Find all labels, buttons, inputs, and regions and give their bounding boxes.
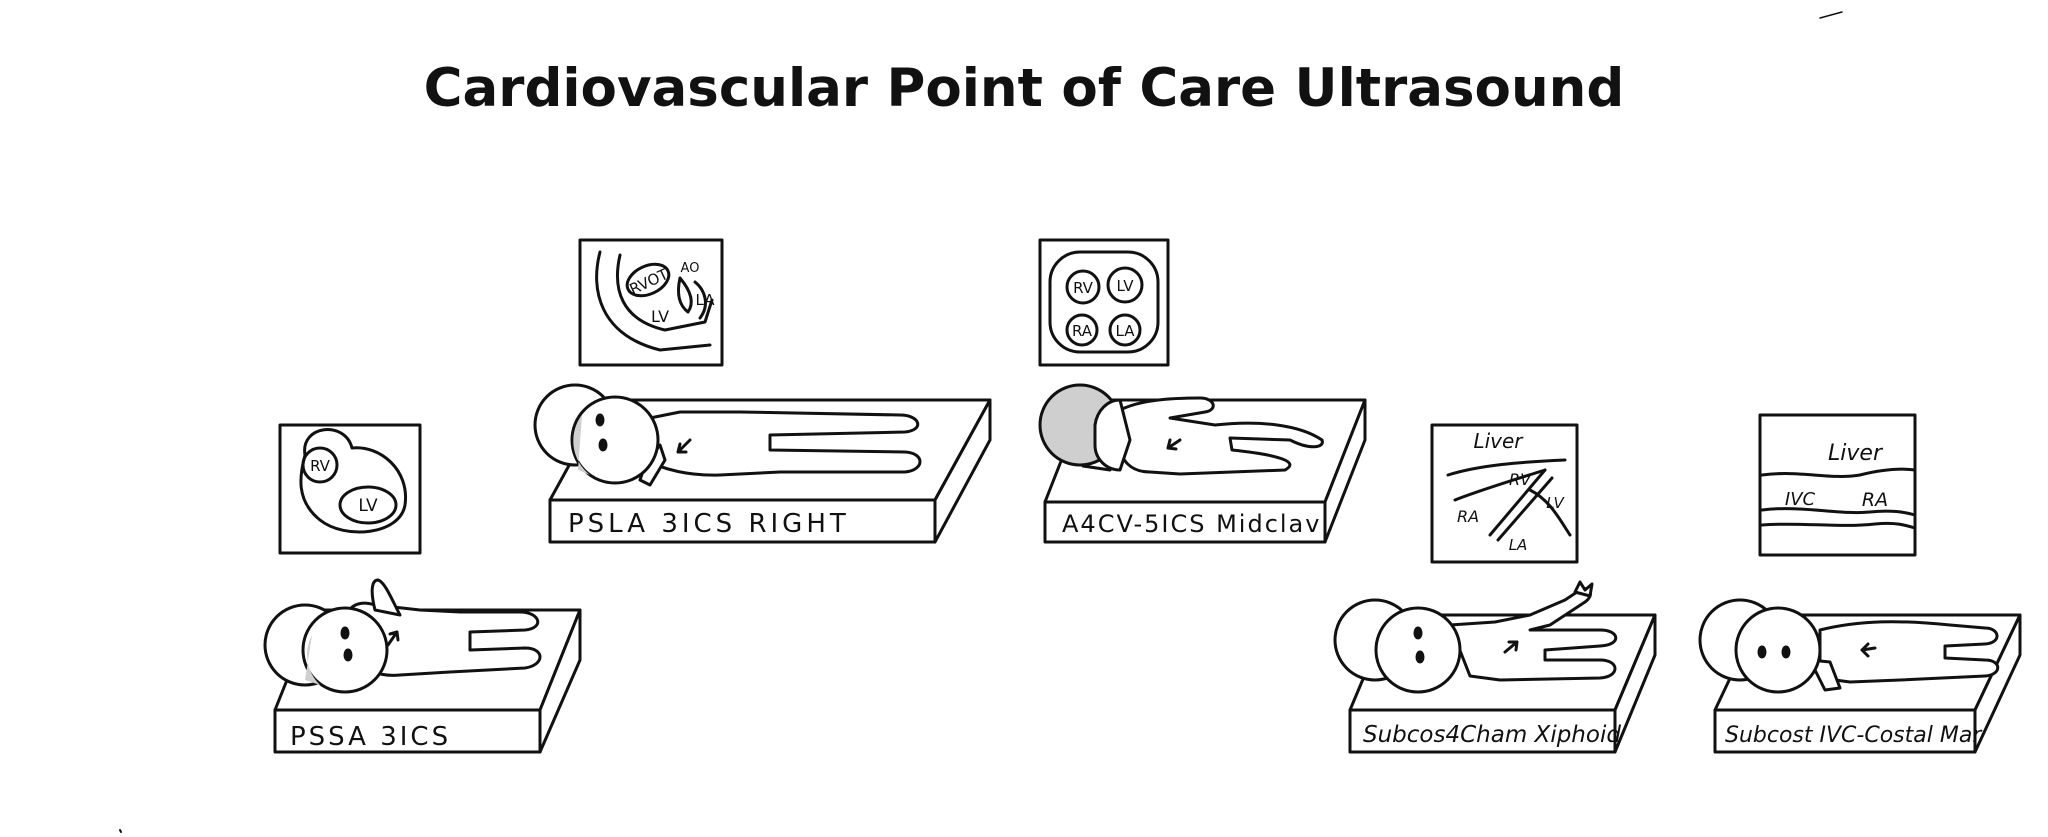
- psla-inner-curve: [616, 253, 714, 332]
- psla-outer-curve: [595, 250, 712, 352]
- subcos4cham-ra-label: RA: [1457, 507, 1479, 526]
- subcos4cham-echo-panel: Liver RV RA LV LA: [1430, 423, 1579, 564]
- a4cv-rv-label: RV: [1073, 279, 1094, 297]
- psla-lv-label: LV: [651, 307, 669, 326]
- subcost-ivc-patient: [1698, 598, 2000, 694]
- a4cv-lv-label: LV: [1117, 277, 1135, 295]
- subcost-ivc-echo-panel: Liver IVC RA: [1758, 413, 1917, 557]
- view-subcost-ivc: Liver IVC RA Subcost IVC-Costal Mar: [1698, 413, 2022, 754]
- a4cv-heart-outline: [1048, 250, 1160, 354]
- subcos4cham-rv-label: RV: [1509, 470, 1532, 489]
- psla-patient: [533, 383, 922, 487]
- a4cv-echo-panel: RV LV RA LA: [1038, 238, 1170, 367]
- a4cv-view-label: A4CV-5ICS Midclav: [1062, 510, 1321, 538]
- psla-rvot-chamber: [625, 262, 671, 298]
- pssa-lv-chamber: [338, 485, 398, 525]
- a4cv-panel-frame: [1038, 238, 1170, 367]
- pssa-patient: [263, 578, 542, 694]
- diagram-title: Cardiovascular Point of Care Ultrasound: [423, 58, 1625, 119]
- a4cv-patient: [1038, 383, 1324, 476]
- stray-mark: [1819, 11, 1843, 19]
- psla-panel-frame: [578, 238, 724, 367]
- subcost-ivc-panel-frame: [1758, 413, 1917, 557]
- view-pssa: RV LV PSSA 3ICS: [263, 423, 582, 754]
- psla-ao-label: AO: [681, 261, 700, 276]
- pssa-rv-chamber: [301, 446, 339, 484]
- pssa-head-shade: [305, 635, 320, 685]
- view-a4cv: RV LV RA LA A4CV-5ICS Midclav: [1038, 238, 1367, 544]
- pssa-heart-outline: [299, 428, 408, 534]
- pssa-patient-head: [301, 606, 389, 694]
- a4cv-ra-label: RA: [1072, 322, 1093, 340]
- view-psla: RVOT AO LV LA PSLA 3ICS RIGHT: [533, 238, 992, 544]
- pssa-raised-arm: [370, 578, 402, 617]
- pssa-echo-panel: RV LV: [278, 423, 422, 555]
- psla-la-label: LA: [696, 291, 716, 309]
- subcos4cham-lv-label: LV: [1546, 494, 1565, 512]
- psla-view-label: PSLA 3ICS RIGHT: [568, 509, 850, 539]
- subcos4cham-la-label: LA: [1509, 536, 1528, 554]
- pssa-view-label: PSSA 3ICS: [290, 722, 451, 752]
- subcost-ivc-liver-label: Liver: [1828, 441, 1884, 466]
- pssa-panel-frame: [278, 423, 422, 555]
- subcos4cham-patient: [1333, 580, 1618, 694]
- pssa-lv-label: LV: [358, 496, 378, 516]
- subcost-ivc-view-label: Subcost IVC-Costal Mar: [1725, 723, 1983, 748]
- a4cv-la-label: LA: [1116, 322, 1136, 340]
- subcos4cham-liver-label: Liver: [1473, 429, 1524, 453]
- subcos4cham-raised-hand: [1573, 580, 1594, 598]
- view-subcos4cham: Liver RV RA LV LA Subcos4Cham Xiphoid: [1333, 423, 1657, 754]
- pssa-rv-label: RV: [310, 457, 331, 475]
- subcost-ivc-ivc-label: IVC: [1785, 489, 1816, 510]
- subcos4cham-panel-frame: [1430, 423, 1579, 564]
- subcos4cham-view-label: Subcos4Cham Xiphoid: [1363, 722, 1621, 748]
- subcost-ivc-ra-label: RA: [1862, 489, 1888, 511]
- psla-echo-panel: RVOT AO LV LA: [578, 238, 724, 367]
- stray-dot: [119, 829, 122, 833]
